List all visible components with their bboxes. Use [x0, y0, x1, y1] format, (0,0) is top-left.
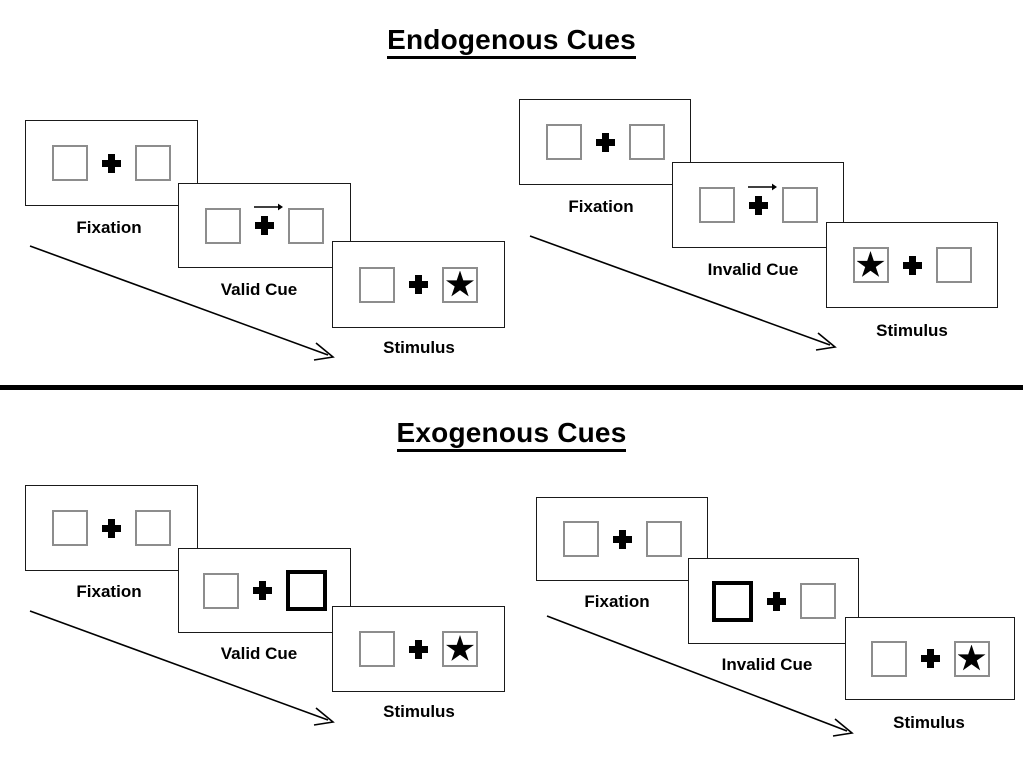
star-icon: [446, 635, 474, 661]
panel-content: [852, 247, 972, 283]
panel-content: [359, 266, 478, 303]
plus-icon: [252, 581, 272, 600]
left-box-cued: [711, 580, 753, 622]
panel-endogenous-invalid-fixation: [519, 99, 691, 185]
left-box: [359, 266, 395, 303]
panel-endogenous-invalid-cue: [672, 162, 844, 248]
right-box: [799, 583, 836, 619]
panel-label-exogenous-valid-cue: Valid Cue: [220, 644, 298, 663]
arrow-right-icon: [747, 183, 777, 190]
cue-center: [254, 203, 283, 235]
plus-icon: [748, 195, 768, 215]
panel-endogenous-valid-fixation: [25, 120, 198, 206]
panel-content: [870, 640, 990, 677]
plus-icon: [766, 591, 786, 611]
left-box: [359, 631, 395, 667]
panel-content: [52, 145, 171, 181]
plus-icon: [920, 649, 940, 668]
cue-center: [747, 183, 777, 215]
panel-label-endogenous-invalid-stimulus: Stimulus: [876, 321, 948, 340]
plus-icon: [595, 132, 615, 152]
left-box-target: [852, 247, 889, 283]
panel-exogenous-invalid-stimulus: [845, 617, 1015, 700]
right-box: [645, 521, 682, 557]
panel-exogenous-invalid-cue: [688, 558, 859, 644]
star-icon: [446, 270, 474, 297]
section-title-exogenous-text: Exogenous Cues: [396, 417, 627, 452]
plus-icon: [255, 216, 274, 235]
panel-label-exogenous-valid-stimulus: Stimulus: [383, 702, 455, 721]
left-box: [202, 572, 239, 609]
panel-label-exogenous-invalid-stimulus: Stimulus: [893, 713, 965, 732]
panel-content: [359, 631, 478, 667]
right-box-target: [953, 640, 990, 677]
arrow-right-icon: [254, 203, 283, 211]
panel-exogenous-invalid-fixation: [536, 497, 708, 581]
panel-endogenous-valid-stimulus: [332, 241, 505, 328]
left-box: [698, 187, 735, 223]
left-box: [545, 124, 582, 160]
plus-icon: [409, 275, 428, 294]
panel-content: [202, 570, 327, 611]
right-box: [628, 124, 665, 160]
right-box-cued: [285, 570, 327, 611]
panel-label-exogenous-invalid-fixation: Fixation: [584, 592, 650, 611]
right-box: [288, 207, 324, 244]
section-title-endogenous-text: Endogenous Cues: [387, 24, 636, 59]
section-title-endogenous: Endogenous Cues: [0, 24, 1023, 59]
star-icon: [957, 644, 986, 671]
left-box: [205, 207, 241, 244]
panel-label-endogenous-invalid-cue: Invalid Cue: [707, 260, 799, 279]
panel-content: [698, 183, 818, 223]
plus-icon: [902, 255, 922, 275]
diagonal-arrow-icon: [529, 235, 837, 351]
panel-label-endogenous-invalid-fixation: Fixation: [568, 197, 634, 216]
left-box: [52, 510, 88, 546]
star-icon: [856, 251, 885, 277]
right-box: [935, 247, 972, 283]
right-box-target: [442, 631, 478, 667]
panel-label-endogenous-valid-fixation: Fixation: [76, 218, 142, 237]
plus-icon: [612, 529, 632, 549]
left-box: [52, 145, 88, 181]
panel-endogenous-valid-cue: [178, 183, 351, 268]
panel-exogenous-valid-cue: [178, 548, 351, 633]
panel-content: [545, 124, 665, 160]
section-title-exogenous: Exogenous Cues: [0, 417, 1023, 452]
panel-endogenous-invalid-stimulus: [826, 222, 998, 308]
panel-exogenous-valid-stimulus: [332, 606, 505, 692]
panel-content: [711, 580, 836, 622]
right-box: [781, 187, 818, 223]
panel-content: [205, 203, 324, 244]
section-divider: [0, 385, 1023, 390]
panel-exogenous-valid-fixation: [25, 485, 198, 571]
plus-icon: [409, 639, 428, 659]
panel-label-exogenous-invalid-cue: Invalid Cue: [721, 655, 813, 674]
panel-label-endogenous-valid-cue: Valid Cue: [220, 280, 298, 299]
plus-icon: [102, 153, 121, 173]
panel-label-endogenous-valid-stimulus: Stimulus: [383, 338, 455, 357]
panel-content: [562, 521, 682, 557]
right-box-target: [442, 266, 478, 303]
right-box: [135, 510, 171, 546]
plus-icon: [102, 518, 121, 538]
panel-content: [52, 510, 171, 546]
panel-label-exogenous-valid-fixation: Fixation: [76, 582, 142, 601]
left-box: [562, 521, 599, 557]
right-box: [135, 145, 171, 181]
left-box: [870, 640, 907, 677]
